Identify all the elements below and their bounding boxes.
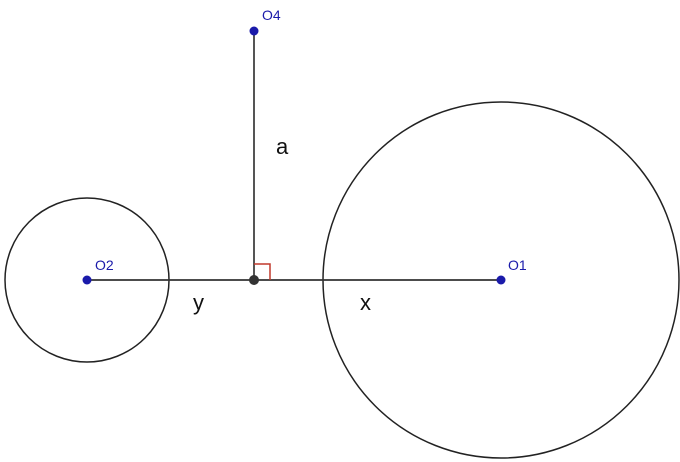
- point-o4: [249, 26, 259, 36]
- label-o2: O2: [95, 257, 114, 273]
- label-segment-a: a: [276, 134, 289, 159]
- label-segment-y: y: [193, 290, 204, 315]
- point-o2: [82, 275, 92, 285]
- label-o1: O1: [508, 257, 527, 273]
- point-foot: [249, 275, 259, 285]
- right-angle-marker: [254, 263, 271, 280]
- point-o1: [496, 275, 506, 285]
- label-segment-x: x: [360, 290, 371, 315]
- label-o4: O4: [262, 7, 281, 23]
